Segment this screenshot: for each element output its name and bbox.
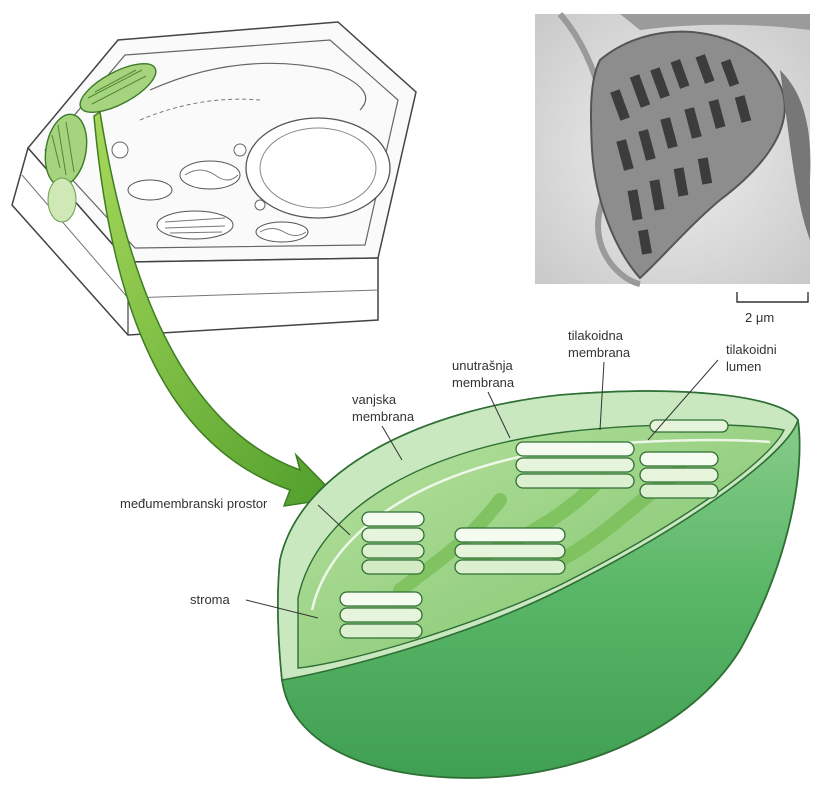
scale-bar-label: 2 μm (745, 310, 774, 325)
plant-cell-drawing (12, 22, 416, 335)
electron-micrograph (535, 14, 810, 284)
label-unutrasnja-membrana-1: unutrašnja (452, 358, 513, 373)
granum-4 (516, 442, 634, 488)
chloroplast-cutaway (278, 391, 800, 778)
label-tilakoidna-membrana-2: membrana (568, 345, 631, 360)
label-medumembranski-prostor: međumembranski prostor (120, 496, 268, 511)
label-tilakoidna-membrana-1: tilakoidna (568, 328, 624, 343)
label-stroma: stroma (190, 592, 231, 607)
label-vanjska-membrana-2: membrana (352, 409, 415, 424)
label-tilakoidni-lumen-1: tilakoidni (726, 342, 777, 357)
label-unutrasnja-membrana-2: membrana (452, 375, 515, 390)
label-tilakoidni-lumen-2: lumen (726, 359, 761, 374)
granum-5 (640, 452, 718, 498)
granum-1 (340, 592, 422, 638)
granum-3 (455, 528, 565, 574)
granum-6 (650, 420, 728, 432)
label-vanjska-membrana-1: vanjska (352, 392, 397, 407)
scale-bar (737, 292, 808, 302)
